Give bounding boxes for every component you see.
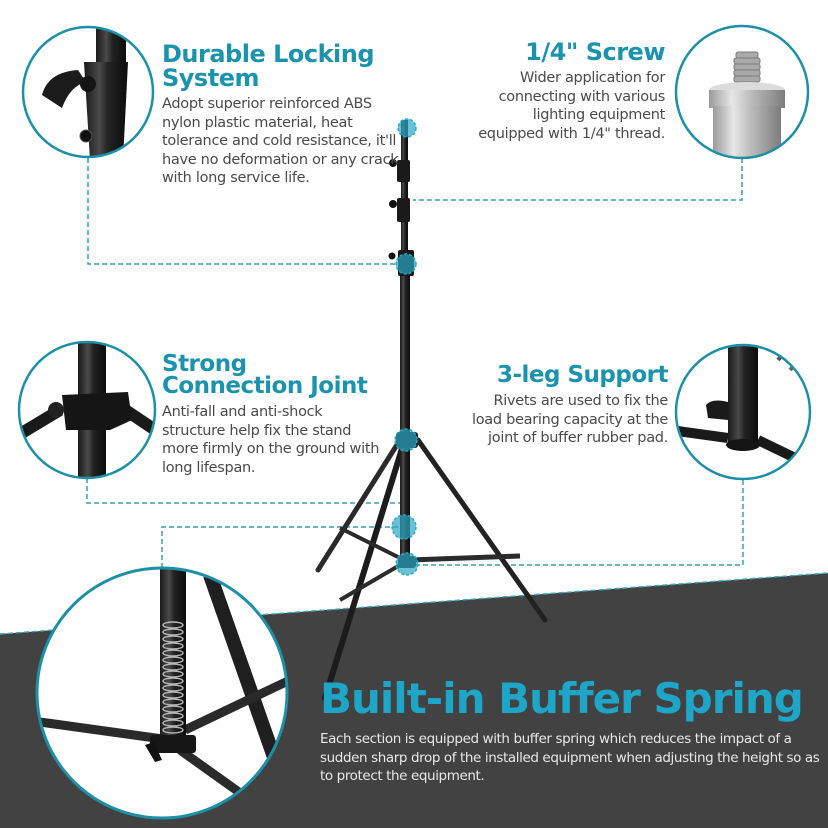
connector-leg (410, 480, 744, 566)
feature-3-leg-support: 3-leg Support Rivets are used to fix the… (470, 362, 669, 448)
feature-description: Rivets are used to fix the load bearing … (471, 393, 668, 446)
feature-locking-system: Durable Locking System Adopt superior re… (162, 42, 452, 188)
highlight-locking (395, 253, 417, 275)
closeup-joint (17, 340, 157, 480)
highlight-leg (395, 552, 419, 576)
highlight-joint (394, 428, 418, 452)
feature-title: 3-leg Support (496, 362, 669, 388)
highlight-screw (397, 118, 417, 138)
connector-screw (413, 158, 743, 201)
connector-lines (86, 158, 744, 568)
closeup-leg (674, 343, 812, 481)
connector-spring (161, 526, 402, 568)
feature-title: Durable Locking System (162, 40, 375, 92)
feature-description: Adopt superior reinforced ABS nylon plas… (162, 96, 399, 186)
feature-buffer-spring: Built-in Buffer Spring Each section is e… (320, 678, 820, 786)
connector-locking (87, 158, 400, 265)
feature-description: Anti-fall and anti-shock structure help … (162, 404, 380, 476)
feature-title: Built-in Buffer Spring (320, 674, 804, 723)
feature-title: 1/4" Screw (525, 38, 665, 66)
feature-title-line2: Connection Joint (162, 373, 368, 399)
connector-joint (86, 442, 406, 504)
highlight-spring (391, 514, 417, 540)
feature-description: Wider application for connecting with va… (478, 70, 665, 142)
feature-title-line1: Strong (162, 351, 247, 377)
light-stand (315, 118, 548, 701)
closeup-spring (35, 566, 289, 820)
closeup-screw (674, 24, 810, 160)
closeup-locking (21, 25, 155, 159)
feature-quarter-inch-screw: 1/4" Screw Wider application for connect… (470, 40, 665, 143)
feature-description: Each section is equipped with buffer spr… (320, 731, 820, 784)
